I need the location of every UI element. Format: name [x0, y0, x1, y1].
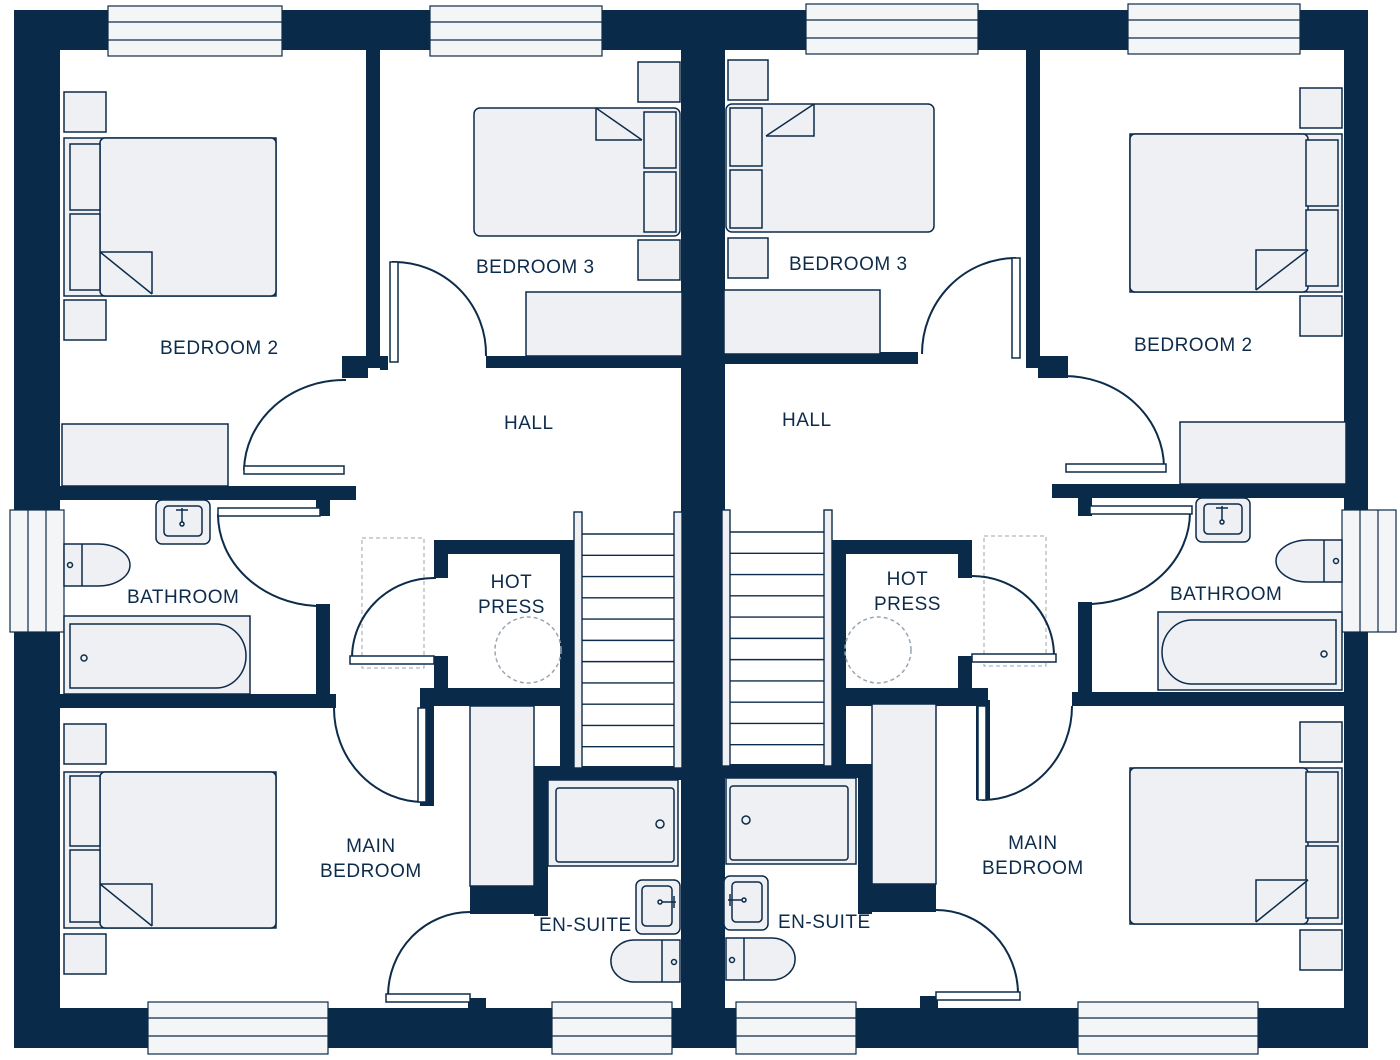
bathtub-icon: [1157, 611, 1343, 691]
window-icon: [1127, 3, 1301, 55]
wardrobe-icon: [871, 703, 937, 885]
door-swing-icon: [935, 909, 1021, 1001]
bedside-table-icon: [1299, 929, 1343, 971]
single-bed-icon: [725, 103, 935, 233]
bedroom-3-label: BEDROOM 3: [789, 254, 908, 275]
door-swing-icon: [389, 260, 488, 363]
bedside-table-icon: [727, 237, 769, 279]
sink-icon: [723, 875, 769, 931]
bedside-table-icon: [63, 933, 107, 975]
hot-press-label-line2: PRESS: [874, 594, 941, 615]
interior-walls-right: [722, 48, 1346, 1008]
window-icon: [1341, 509, 1397, 633]
door-swing-icon: [1063, 375, 1167, 473]
door-swing-icon: [385, 911, 471, 1003]
main-bedroom-label: MAIN BEDROOM: [320, 834, 422, 884]
hot-press-label: HOT PRESS: [478, 570, 545, 620]
bedside-table-icon: [63, 723, 107, 765]
sink-icon: [1195, 497, 1251, 543]
en-suite-label: EN-SUITE: [778, 912, 871, 933]
bathroom-label: BATHROOM: [127, 587, 240, 608]
bedside-table-icon: [637, 239, 681, 281]
window-icon: [147, 1001, 329, 1055]
sink-icon: [635, 879, 681, 935]
bedside-table-icon: [63, 91, 107, 133]
wardrobe-icon: [469, 705, 535, 887]
bedside-table-icon: [1299, 721, 1343, 763]
bedside-table-icon: [1299, 295, 1343, 337]
bedside-table-icon: [1299, 87, 1343, 129]
hot-press-label-line2: PRESS: [478, 597, 545, 618]
main-bedroom-label-line2: BEDROOM: [982, 858, 1084, 879]
toilet-icon: [725, 937, 796, 981]
hall-label: HALL: [782, 410, 832, 431]
wardrobe-icon: [1179, 421, 1347, 485]
shower-tray-icon: [725, 777, 857, 865]
hot-press-label-line1: HOT: [490, 572, 533, 593]
window-icon: [735, 1001, 857, 1055]
hot-press-label: HOT PRESS: [874, 567, 941, 617]
hot-water-cylinder-icon: [494, 616, 562, 684]
window-icon: [107, 5, 283, 57]
main-bedroom-label-line1: MAIN: [346, 836, 396, 857]
door-swing-icon: [921, 257, 1021, 359]
hall-label: HALL: [504, 413, 554, 434]
toilet-icon: [63, 543, 131, 587]
bedroom-2-label: BEDROOM 2: [1134, 335, 1253, 356]
double-bed-icon: [1129, 133, 1343, 293]
door-swing-icon: [333, 707, 427, 803]
door-swing-icon: [1089, 505, 1193, 605]
double-bed-icon: [1129, 767, 1343, 925]
door-swings: [216, 257, 1193, 1003]
toilet-icon: [610, 939, 681, 983]
main-bedroom-label: MAIN BEDROOM: [982, 831, 1084, 881]
bedside-table-icon: [637, 61, 681, 103]
single-bed-icon: [473, 107, 681, 237]
bedroom-3-label: BEDROOM 3: [476, 257, 595, 278]
window-icon: [551, 1001, 673, 1055]
en-suite-label: EN-SUITE: [539, 915, 632, 936]
toilet-icon: [1275, 539, 1343, 583]
shower-tray-icon: [547, 779, 679, 867]
door-swing-icon: [349, 576, 437, 665]
sink-icon: [155, 499, 211, 545]
main-bedroom-label-line2: BEDROOM: [320, 861, 422, 882]
hot-press-label-line1: HOT: [886, 569, 929, 590]
furniture-left: [61, 61, 683, 983]
wardrobe-icon: [525, 291, 683, 357]
hot-water-cylinder-icon: [844, 616, 912, 684]
bedside-table-icon: [63, 299, 107, 341]
windows: [9, 3, 1397, 1055]
staircase-icon: [573, 509, 833, 769]
door-swing-icon: [969, 574, 1057, 663]
bedroom-2-label: BEDROOM 2: [160, 338, 279, 359]
double-bed-icon: [63, 137, 277, 297]
window-icon: [9, 509, 65, 633]
bathroom-label: BATHROOM: [1170, 584, 1283, 605]
interior-walls-left: [60, 48, 684, 1010]
door-swing-icon: [243, 378, 347, 475]
furniture-right: [723, 59, 1347, 981]
main-bedroom-label-line1: MAIN: [1008, 833, 1058, 854]
wardrobe-icon: [723, 289, 881, 355]
door-swing-icon: [977, 705, 1073, 801]
bathtub-icon: [63, 615, 251, 695]
double-bed-icon: [63, 771, 277, 929]
wardrobe-icon: [61, 423, 229, 487]
window-icon: [805, 3, 979, 55]
window-icon: [1077, 1001, 1259, 1055]
door-swing-icon: [216, 507, 321, 607]
bedside-table-icon: [727, 59, 769, 101]
window-icon: [429, 5, 603, 57]
